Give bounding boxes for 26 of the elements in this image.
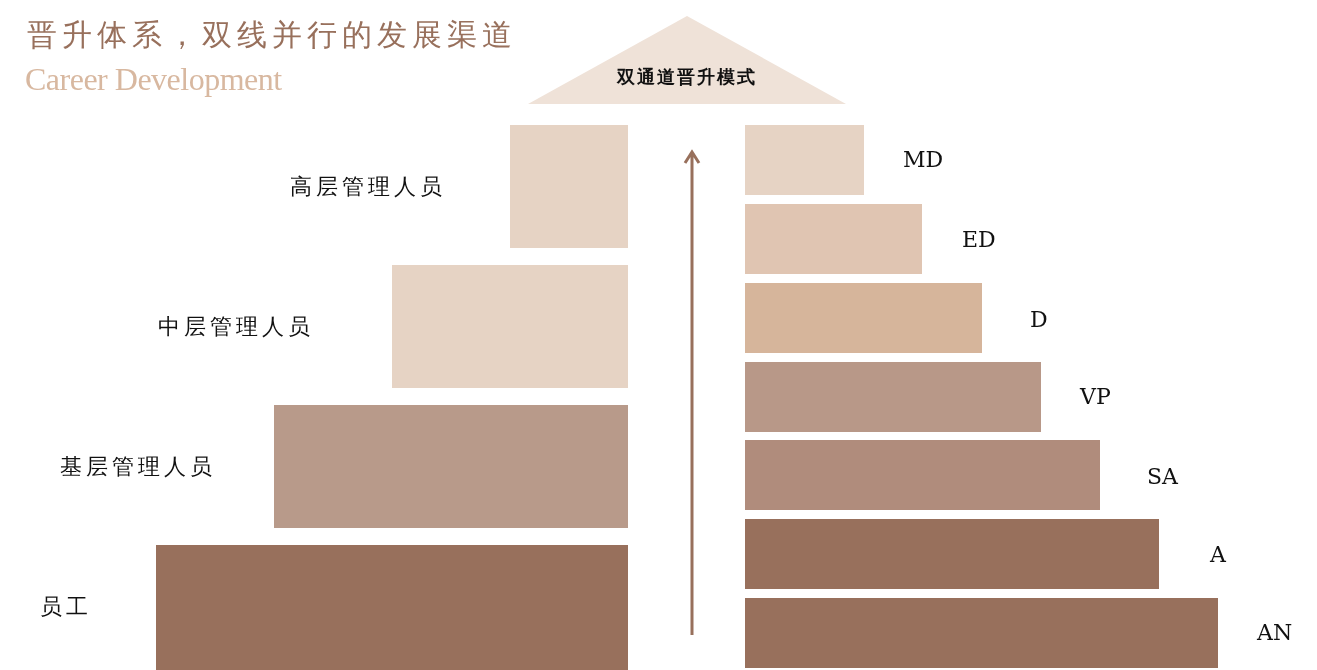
bar-label: 中层管理人员 [158,316,314,338]
bar-label: SA [1147,466,1178,488]
bar-label: 基层管理人员 [60,456,216,478]
roof-banner [528,16,846,104]
bar [156,545,628,670]
bar [745,519,1159,589]
bar [745,362,1041,432]
subtitle: Career Development [25,62,282,98]
bar [745,204,922,274]
bar-label: A [1210,544,1226,566]
bar-label: AN [1257,622,1293,644]
bar-label: 高层管理人员 [290,176,446,198]
bar-label: 员工 [40,596,92,618]
bar [745,440,1100,510]
bar-label: VP [1080,386,1111,408]
banner-text: 双通道晋升模式 [615,68,758,86]
bar [392,265,628,388]
title: 晋升体系，双线并行的发展渠道 [27,18,517,51]
bar [510,125,628,248]
bar [745,283,982,353]
bar-label: ED [962,229,996,251]
bar-label: MD [903,149,944,171]
bar-label: D [1030,309,1048,331]
bar [745,598,1218,668]
bar [745,125,864,195]
bar [274,405,628,528]
